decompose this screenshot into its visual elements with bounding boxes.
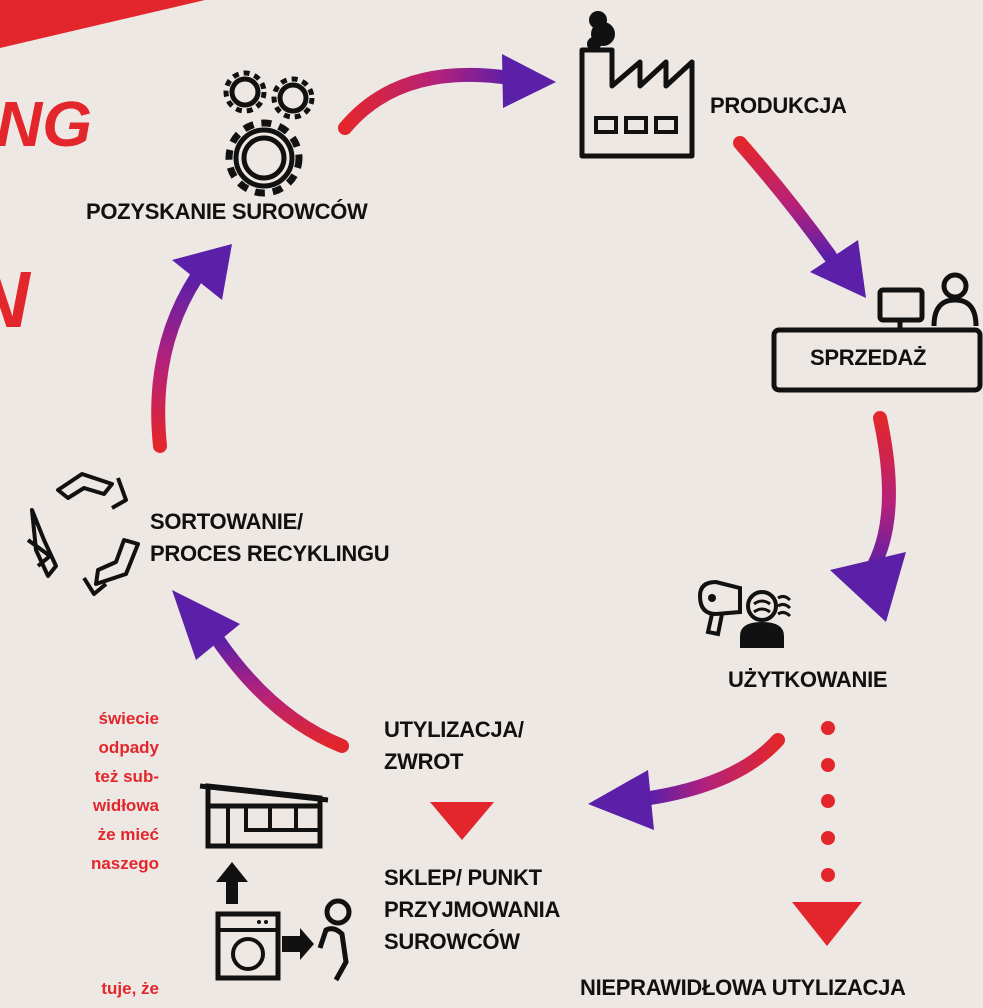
side-line-6: naszego [90,854,159,873]
arrow-to-production [338,54,556,135]
arrow-to-sale [733,136,866,298]
arrow-to-usage [830,411,906,622]
down-triangle-icon [430,802,494,840]
title-fragment-ng: NG [0,88,92,160]
label-shop-line1: SKLEP/ PUNKT [384,865,542,890]
label-sorting-line1: SORTOWANIE/ [150,509,303,534]
arrow-to-raw-materials [151,244,232,453]
dotted-line [821,721,835,882]
label-shop-line3: SUROWCÓW [384,929,520,954]
side-line-2: odpady [98,738,159,757]
down-triangle-icon [792,902,862,946]
side-line-3: też sub- [94,767,159,786]
label-disposal-line1: UTYLIZACJA/ [384,717,524,742]
side-line-4: widłowa [92,796,159,815]
side-line-1: świecie [98,709,160,728]
side-line-5: że mieć [97,825,159,844]
label-shop-line2: PRZYJMOWANIA [384,897,561,922]
label-disposal-line2: ZWROT [384,749,464,774]
bottom-fragment: tuje, że [101,979,159,998]
arrow-to-shop [588,733,785,830]
arrow-to-sorting [172,590,349,753]
side-paragraph: świecie odpady też sub- widłowa że mieć … [91,704,159,878]
label-raw-materials: POZYSKANIE SUROWCÓW [86,199,368,224]
label-disposal: UTYLIZACJA/ ZWROT [384,716,524,776]
label-usage: UŻYTKOWANIE [728,667,888,692]
label-improper-disposal: NIEPRAWIDŁOWA UTYLIZACJA [580,975,906,1000]
label-sorting: SORTOWANIE/ PROCES RECYKLINGU [150,506,390,570]
title-fragment-n: N [0,250,30,350]
label-sale: SPRZEDAŻ [810,345,927,370]
label-shop: SKLEP/ PUNKT PRZYJMOWANIA SUROWCÓW [384,862,560,958]
label-production: PRODUKCJA [710,93,847,118]
label-sorting-line2: PROCES RECYKLINGU [150,541,390,566]
